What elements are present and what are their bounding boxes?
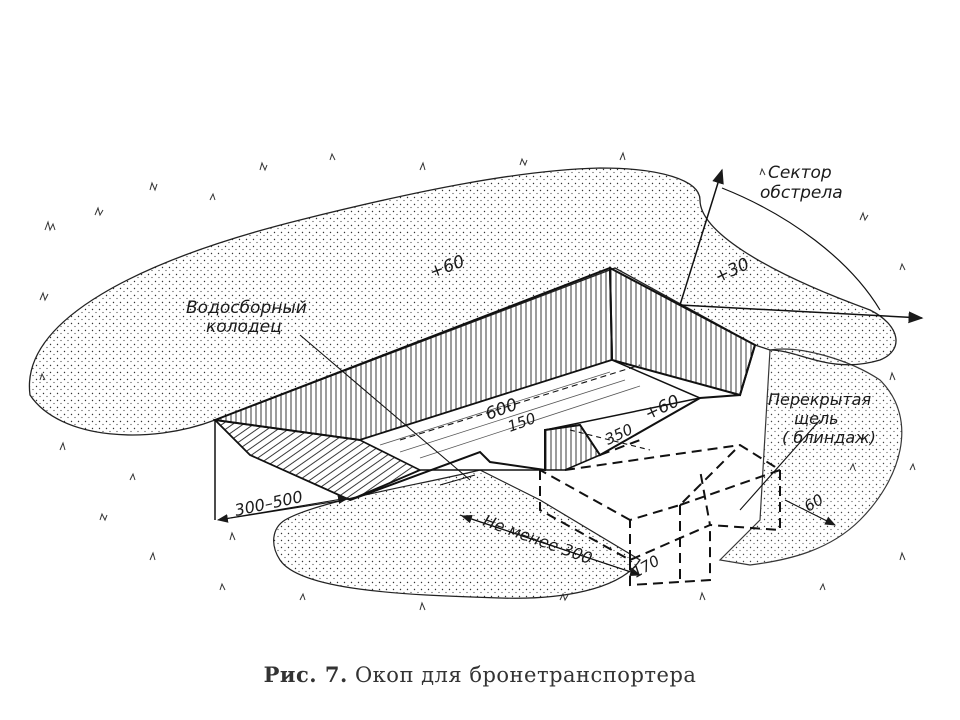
covered-shelter-outline: [539, 439, 781, 587]
right-parapet-mound: [718, 348, 903, 566]
trench-ramp: [212, 418, 423, 501]
apc-trench-diagram: Сектор обстрела Водосборный колодец Пере…: [28, 151, 924, 611]
sector-label-line1: Сектор: [768, 163, 832, 183]
shelter-label-line3: ( блиндаж): [782, 428, 876, 447]
shelter-entrance-wall: [544, 424, 602, 471]
shelter-parapet-mound: [273, 469, 641, 599]
dim-ramp-width: 300–500: [233, 487, 305, 520]
figure-number: Рис. 7.: [263, 662, 348, 687]
sector-label-line2: обстрела: [760, 183, 843, 203]
figure-title: Окоп для бронетранспортера: [354, 663, 697, 687]
dimension-lines: [216, 334, 836, 577]
sector-of-fire: [679, 168, 924, 324]
parapet-mound: [28, 167, 897, 436]
shelter-label-line1: Перекрытая: [768, 390, 871, 409]
figure-caption: Рис. 7. Окоп для бронетранспортера: [0, 662, 960, 687]
shelter-label-line2: щель: [794, 409, 839, 428]
sump-label-line1: Водосборный: [186, 298, 307, 318]
sump-label-line2: колодец: [206, 317, 282, 337]
floor-hatch: [379, 371, 641, 459]
